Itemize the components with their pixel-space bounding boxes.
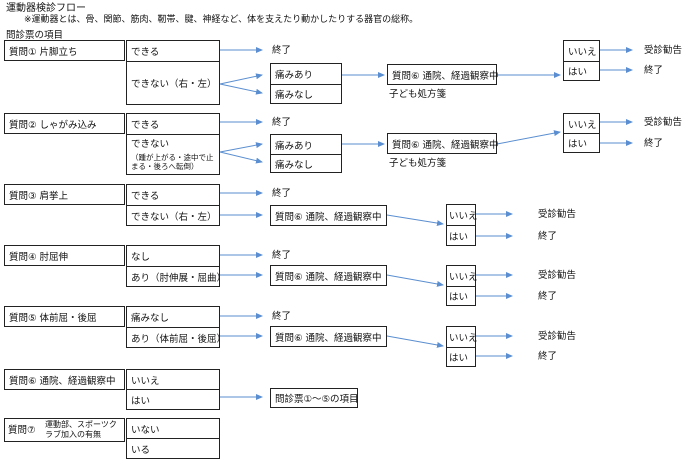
q2-no: いいえ <box>568 119 597 131</box>
q2-advise-text: 受診勧告 <box>644 117 683 128</box>
q4-no: いいえ <box>449 272 478 283</box>
q1-question-label: 質問① 片脚立ち <box>9 46 78 58</box>
q2-q6-label: 質問⑥ 通院、経過観察中 <box>392 139 499 151</box>
q1-advise-text: 受診勧告 <box>644 45 683 56</box>
q1-yesno-box: いいえ はい <box>563 40 600 81</box>
q3-end-text: 終了 <box>272 188 292 199</box>
q4-end-text: 終了 <box>272 250 292 261</box>
q5-question-label: 質問⑤ 体前屈・後屈 <box>9 312 97 324</box>
q3-options-box: できる できない（右・左） <box>126 184 220 226</box>
q2-pain-yes: 痛みあり <box>275 140 314 152</box>
q4-option-present: あり（肘伸展・屈曲） <box>131 272 227 284</box>
q4-question-box: 質問④ 肘屈伸 <box>4 245 125 266</box>
q4-yesno-box: いいえ はい <box>446 265 478 306</box>
q3-yesno-box: いいえ はい <box>446 204 478 246</box>
q4-q6-box: 質問⑥ 通院、経過観察中 <box>270 265 387 286</box>
q3-yes: はい <box>449 231 469 243</box>
q5-q6-box: 質問⑥ 通院、経過観察中 <box>270 326 387 347</box>
q6-options-box: いいえ はい <box>126 369 220 410</box>
q6-result-box: 問診票①～⑤の項目 <box>270 388 359 408</box>
q3-question-box: 質問③ 肩挙上 <box>4 184 125 205</box>
q1-pain-yes: 痛みあり <box>275 70 314 81</box>
q3-q6-box: 質問⑥ 通院、経過観察中 <box>270 205 387 226</box>
q5-yes: はい <box>449 353 469 364</box>
q5-advise-text: 受診勧告 <box>538 331 577 342</box>
q3-option-can: できる <box>131 191 160 202</box>
q2-option-cannot: できない <box>131 139 170 150</box>
q1-pain-box: 痛みあり 痛みなし <box>270 63 342 104</box>
section-heading: 問診票の項目 <box>6 30 64 41</box>
q2-yesno-box: いいえ はい <box>563 113 600 153</box>
q4-advise-text: 受診勧告 <box>538 270 577 281</box>
q6-result-label: 問診票①～⑤の項目 <box>275 394 359 405</box>
q5-yesno-box: いいえ はい <box>446 326 478 367</box>
q6-question-box: 質問⑥ 通院、経過観察中 <box>4 369 125 390</box>
q6-question-label: 質問⑥ 通院、経過観察中 <box>9 375 116 387</box>
q4-end2-text: 終了 <box>538 291 558 302</box>
q1-options-box: できる できない（右・左） <box>126 40 220 105</box>
q4-yes: はい <box>449 292 469 303</box>
q2-end2-text: 終了 <box>644 138 664 149</box>
q3-option-cannot: できない（右・左） <box>131 211 217 223</box>
q2-pain-no: 痛みなし <box>275 159 314 171</box>
q2-yes: はい <box>568 139 588 150</box>
q5-end2-text: 終了 <box>538 351 558 362</box>
q4-options-box: なし あり（肘伸展・屈曲） <box>126 245 227 287</box>
q2-end-text: 終了 <box>272 117 292 128</box>
q4-option-none: なし <box>131 252 151 263</box>
q5-option-no-pain: 痛みなし <box>131 313 170 324</box>
q7-label-line2: ラブ加入の有無 <box>45 430 101 439</box>
q1-yes: はい <box>568 67 588 78</box>
q5-options-box: 痛みなし あり（体前屈・後屈） <box>126 306 227 348</box>
q1-q6-label: 質問⑥ 通院、経過観察中 <box>392 70 499 82</box>
q3-q6-label: 質問⑥ 通院、経過観察中 <box>275 211 382 223</box>
q5-question-box: 質問⑤ 体前屈・後屈 <box>4 306 125 327</box>
q1-no: いいえ <box>568 47 597 58</box>
q1-pain-no: 痛みなし <box>275 90 314 101</box>
q4-q6-label: 質問⑥ 通院、経過観察中 <box>275 271 382 283</box>
q5-q6-label: 質問⑥ 通院、経過観察中 <box>275 332 382 344</box>
q6-option-no: いいえ <box>131 375 160 387</box>
q5-option-present: あり（体前屈・後屈） <box>131 333 227 345</box>
q1-option-cannot: できない（右・左） <box>131 79 217 90</box>
q1-option-can: できる <box>131 47 160 58</box>
q1-q6-box: 質問⑥ 通院、経過観察中 <box>387 64 499 85</box>
q7-option-member: いる <box>131 444 151 456</box>
q3-no: いいえ <box>449 211 478 222</box>
q2-q6-box: 質問⑥ 通院、経過観察中 <box>387 133 499 154</box>
q3-question-label: 質問③ 肩挙上 <box>9 190 69 202</box>
q1-kids-prescription: 子ども処方箋 <box>389 89 447 100</box>
q1-question-box: 質問① 片脚立ち <box>4 40 125 61</box>
q5-end-text: 終了 <box>272 311 292 322</box>
q1-end-text: 終了 <box>272 45 292 56</box>
q3-advise-text: 受診勧告 <box>538 209 577 220</box>
definition-note: ※運動器とは、骨、関節、筋肉、靭帯、腱、神経など、体を支えたり動かしたりする器官… <box>24 15 419 25</box>
q1-end2-text: 終了 <box>644 65 664 76</box>
q7-options-box: いない いる <box>126 418 220 459</box>
q6-option-yes: はい <box>131 395 151 407</box>
q7-prefix: 質問⑦ <box>8 425 36 436</box>
q2-question-label: 質問② しゃがみ込み <box>9 119 97 131</box>
q3-end2-text: 終了 <box>538 231 558 242</box>
q2-pain-box: 痛みあり 痛みなし <box>270 134 342 173</box>
q2-option-cannot-note: （踵が上がる・途中で止まる・後ろへ転倒） <box>131 153 214 172</box>
q5-no: いいえ <box>449 333 478 344</box>
q7-option-not-member: いない <box>131 424 160 436</box>
page-title: 運動器検診フロー <box>6 3 86 14</box>
q2-kids-prescription: 子ども処方箋 <box>389 158 447 169</box>
q2-option-can: できる <box>131 120 160 131</box>
q4-question-label: 質問④ 肘屈伸 <box>9 251 69 263</box>
q2-options-box: できる できない （踵が上がる・途中で止まる・後ろへ転倒） <box>126 113 220 175</box>
q7-question-box: 質問⑦ 運動部、スポーツク ラブ加入の有無 <box>4 418 125 442</box>
q7-label-line1: 運動部、スポーツク <box>45 420 117 429</box>
q2-question-box: 質問② しゃがみ込み <box>4 113 125 134</box>
